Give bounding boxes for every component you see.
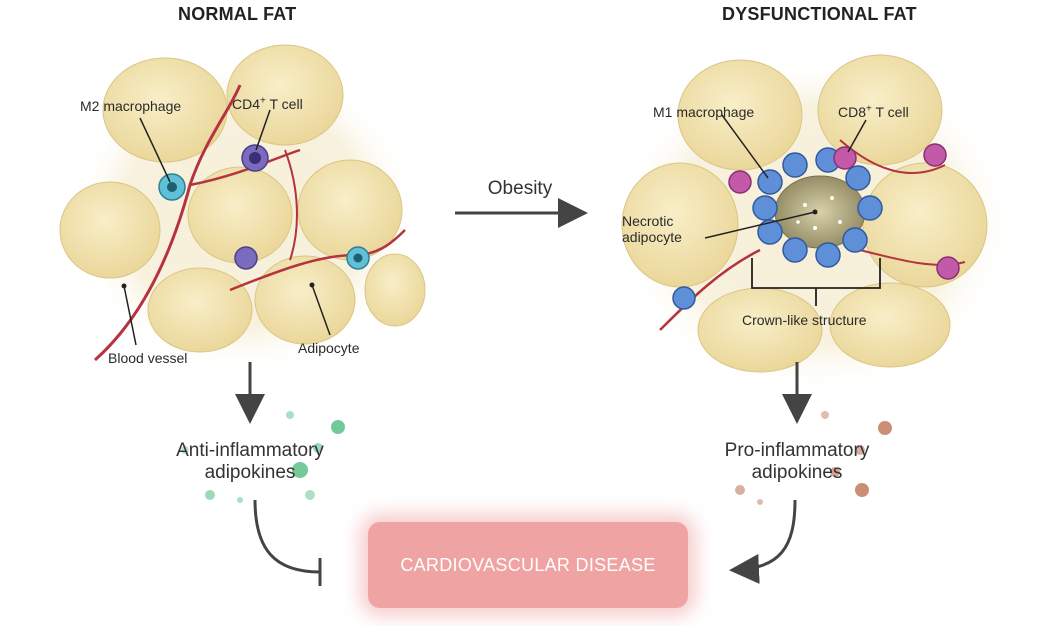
- m1-macrophage-label: M1 macrophage: [653, 104, 755, 120]
- m1-macrophage-cell: [815, 242, 841, 268]
- m1-macrophage-cell: [845, 165, 871, 191]
- blood-vessel-label: Blood vessel: [108, 350, 188, 366]
- m1-macrophage-cell: [757, 169, 783, 195]
- adipocyte-cell: [254, 255, 356, 345]
- adipocyte-cell: [147, 267, 253, 353]
- cd8-rest: T cell: [871, 104, 909, 120]
- cardiovascular-disease-label: CARDIOVASCULAR DISEASE: [400, 554, 656, 575]
- cd4-sup: +: [260, 95, 266, 107]
- cd4-main: CD4: [232, 96, 261, 112]
- adipocyte-cell: [677, 59, 803, 171]
- cd8-t-cell: [728, 170, 752, 194]
- cardiovascular-disease-box: CARDIOVASCULAR DISEASE: [368, 522, 688, 608]
- pro-line1: Pro-inflammatory: [724, 440, 870, 461]
- adipocyte-cell: [364, 253, 426, 327]
- normal-fat-tissue: [59, 44, 426, 375]
- anti-inflammatory-label: Anti-inflammatory adipokines: [150, 440, 350, 484]
- dysfunctional-fat-title: DYSFUNCTIONAL FAT: [722, 4, 917, 24]
- m1-macrophage-cell: [857, 195, 883, 221]
- adipocyte-cell: [226, 44, 344, 146]
- cd8-sup: +: [866, 103, 872, 115]
- cd4-rest: T cell: [265, 96, 303, 112]
- obesity-label: Obesity: [487, 178, 553, 199]
- promotion-arrow: [729, 499, 797, 584]
- m1-macrophage-cell: [757, 219, 783, 245]
- t-cell: [234, 246, 258, 270]
- m1-macrophage-cell: [752, 195, 778, 221]
- blood-vessel: [229, 229, 406, 292]
- m1-macrophage-cell: [782, 152, 808, 178]
- cd8-main: CD8: [838, 104, 867, 120]
- necrotic-line1: Necrotic: [622, 213, 674, 229]
- normal-fat-title: NORMAL FAT: [178, 4, 297, 24]
- anti-line2: adipokines: [204, 462, 296, 483]
- necrotic-line2: adipocyte: [622, 229, 682, 245]
- necrotic-adipocyte-label: Necrotic adipocyte: [622, 213, 682, 245]
- adipocyte-cell: [817, 54, 943, 166]
- adipocyte-cell: [697, 287, 823, 373]
- dysfunctional-fat-tissue: [615, 54, 1015, 395]
- m2-macrophage-label: M2 macrophage: [80, 98, 182, 114]
- anti-inflammatory-particles: [181, 411, 345, 503]
- cd8-t-cell: [923, 143, 947, 167]
- pro-line2: adipokines: [751, 462, 843, 483]
- m1-macrophage-cell: [842, 227, 868, 253]
- cd8-t-cell: [936, 256, 960, 280]
- m1-macrophage-cell: [782, 237, 808, 263]
- crown-like-structure-label: Crown-like structure: [742, 312, 867, 328]
- pro-inflammatory-particles: [735, 411, 892, 505]
- blood-vessel: [94, 84, 242, 362]
- cd8-t-cell-label: CD8+ T cell: [838, 104, 909, 120]
- blood-vessel: [659, 248, 761, 331]
- adipocyte-cell: [862, 162, 988, 288]
- adipocyte-cell: [829, 282, 951, 368]
- adipocyte-label: Adipocyte: [298, 340, 360, 356]
- m1-macrophage-cell: [672, 286, 696, 310]
- cd4-t-cell-label: CD4+ T cell: [232, 96, 303, 112]
- blood-vessel: [284, 149, 298, 261]
- anti-line1: Anti-inflammatory: [176, 440, 324, 461]
- cd8-t-cell: [833, 146, 857, 170]
- pro-inflammatory-label: Pro-inflammatory adipokines: [697, 440, 897, 484]
- adipocyte-cell: [59, 181, 161, 279]
- inhibition-arrow: [253, 499, 321, 574]
